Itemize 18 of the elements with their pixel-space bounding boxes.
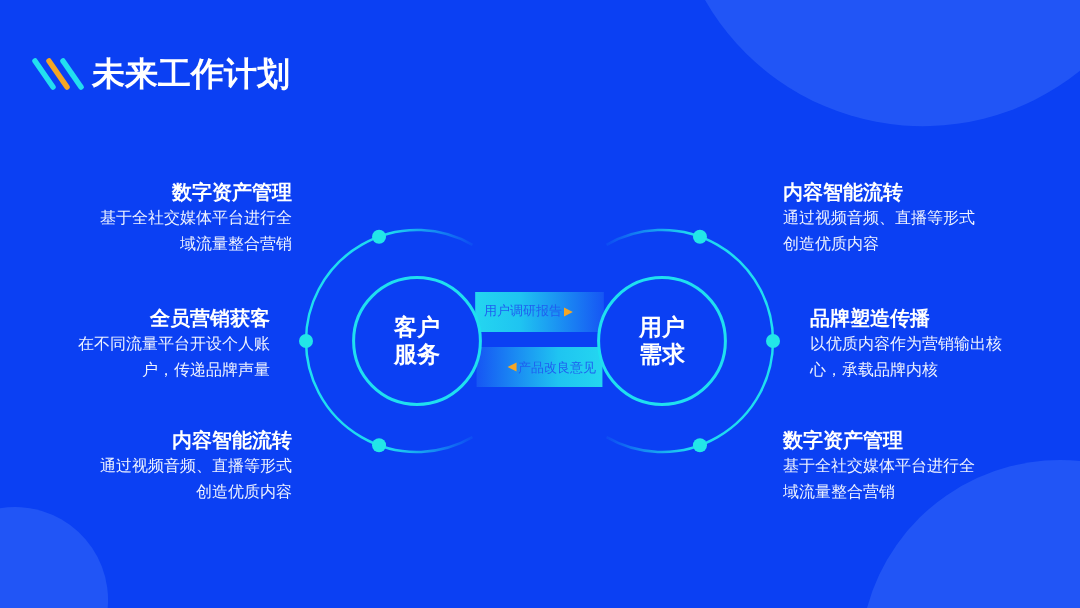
node-label: 用户需求: [638, 314, 686, 368]
section-title: 数字资产管理: [783, 428, 903, 452]
page-title: 未来工作计划: [92, 53, 290, 95]
section-description: 通过视频音频、直播等形式创造优质内容: [783, 208, 976, 255]
section-description: 基于全社交媒体平台进行全域流量整合营销: [783, 456, 976, 503]
section-description: 基于全社交媒体平台进行全域流量整合营销: [99, 208, 292, 255]
section-title: 数字资产管理: [172, 180, 292, 204]
circle-node: [352, 276, 482, 406]
section-title: 内容智能流转: [172, 428, 292, 452]
section-title: 全员营销获客: [150, 306, 270, 330]
section-description: 在不同流量平台开设个人账户，传递品牌声量: [77, 334, 270, 381]
circle-node: [597, 276, 727, 406]
edge-label: 用户调研报告: [484, 303, 562, 319]
section-description: 以优质内容作为营销输出核心，承载品牌内核: [810, 334, 1003, 381]
section-title: 品牌塑造传播: [810, 306, 930, 330]
node-label: 客户服务: [393, 314, 441, 368]
section-title: 内容智能流转: [783, 180, 903, 204]
section-description: 通过视频音频、直播等形式创造优质内容: [99, 456, 292, 503]
